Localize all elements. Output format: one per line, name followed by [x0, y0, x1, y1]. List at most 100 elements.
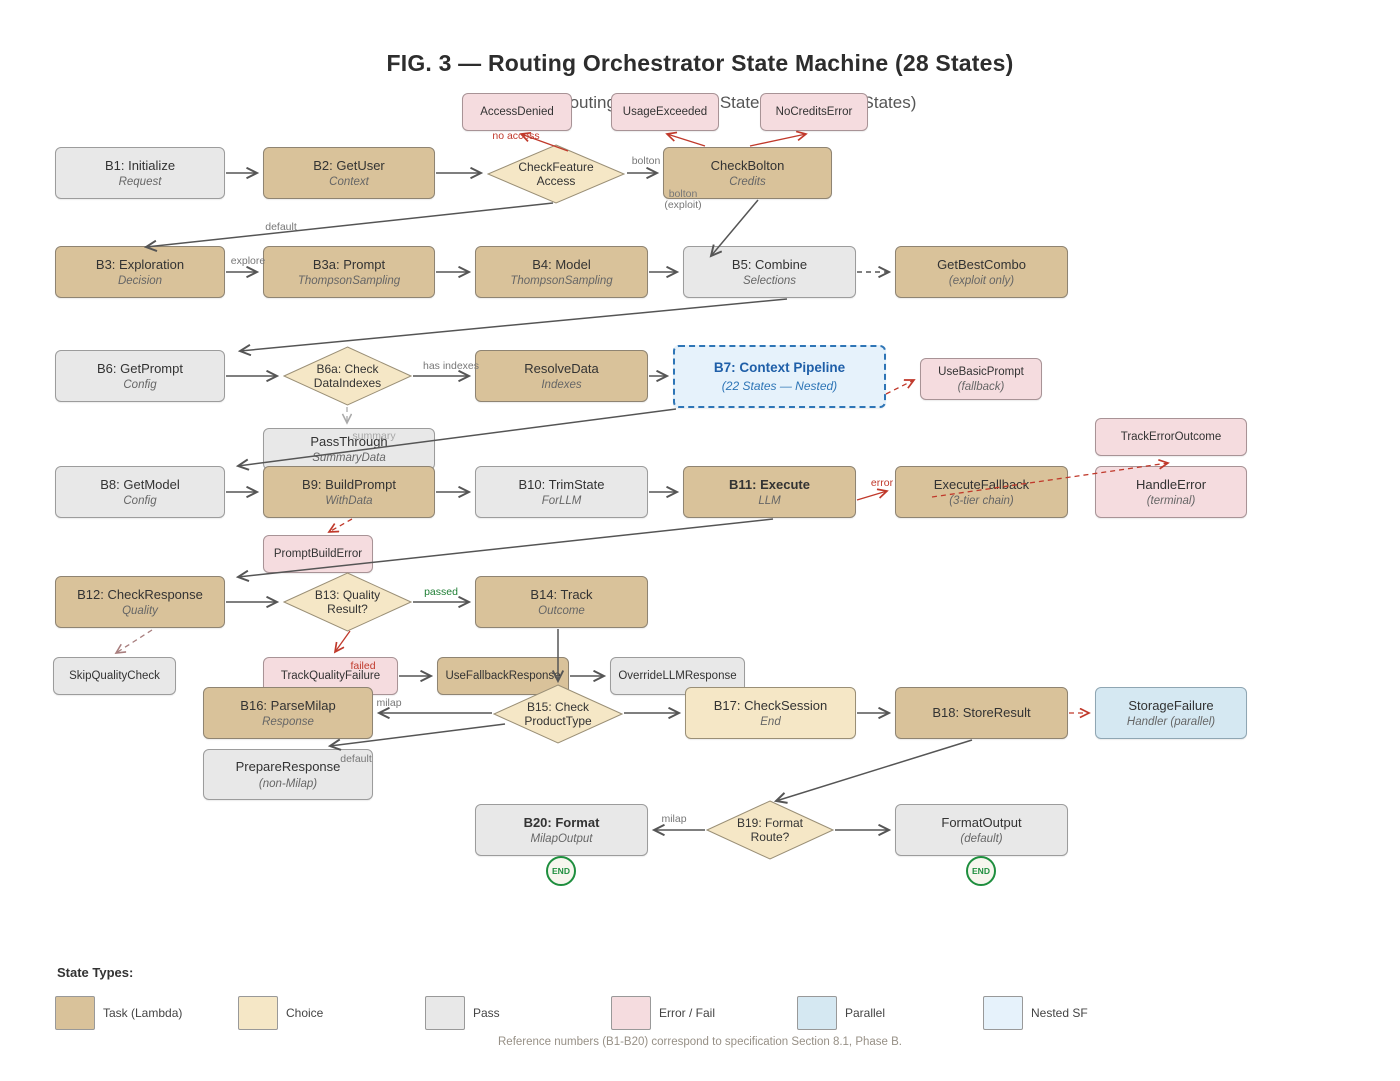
edge-label: failed — [350, 660, 375, 672]
node-b7-context-pipeline: B7: Context Pipeline (22 States — Nested) — [673, 345, 886, 408]
node-access-denied: AccessDenied — [462, 93, 572, 131]
node-subtitle: MilapOutput — [530, 833, 592, 845]
node-title: B17: CheckSession — [714, 698, 827, 714]
node-b6-getprompt: B6: GetPromptConfig — [55, 350, 225, 402]
node-title: B2: GetUser — [313, 158, 385, 174]
edge-label: no access — [492, 130, 539, 142]
transition-arrow — [116, 630, 152, 653]
node-title: B7: Context Pipeline — [714, 360, 845, 377]
transition-arrow — [667, 134, 705, 146]
legend-swatch — [238, 996, 278, 1030]
end-state-marker: END — [966, 856, 996, 886]
transition-arrow — [240, 299, 787, 351]
node-title: B9: BuildPrompt — [302, 477, 396, 493]
node-b13-quality-result: B13: Quality Result? — [283, 572, 412, 632]
node-b4-model: B4: ModelThompsonSampling — [475, 246, 648, 298]
node-title: PromptBuildError — [274, 547, 362, 561]
node-title: StorageFailure — [1128, 698, 1213, 714]
node-label: B6a: Check DataIndexes — [314, 362, 381, 391]
node-b20-format: B20: FormatMilapOutput — [475, 804, 648, 856]
node-label: B15: Check ProductType — [524, 700, 591, 729]
node-b9-buildprompt: B9: BuildPromptWithData — [263, 466, 435, 518]
legend-swatch — [55, 996, 95, 1030]
node-title: B16: ParseMilap — [240, 698, 335, 714]
legend-swatch — [425, 996, 465, 1030]
edge-label: passed — [424, 586, 458, 598]
legend-item-error: Error / Fail — [611, 996, 715, 1030]
node-subtitle: (non-Milap) — [259, 778, 317, 790]
node-subtitle: Indexes — [541, 379, 581, 391]
node-b1-initialize: B1: InitializeRequest — [55, 147, 225, 199]
node-title: B20: Format — [524, 815, 600, 831]
node-subtitle: End — [760, 716, 780, 728]
legend-item-choice: Choice — [238, 996, 323, 1030]
node-title: B18: StoreResult — [932, 705, 1030, 721]
node-passthrough: PassThroughSummaryData — [263, 428, 435, 470]
node-b8-getmodel: B8: GetModelConfig — [55, 466, 225, 518]
transition-arrow — [857, 491, 887, 500]
node-b3a-prompt: B3a: PromptThompsonSampling — [263, 246, 435, 298]
node-subtitle: (terminal) — [1147, 495, 1196, 507]
edge-label: (exploit) — [664, 199, 701, 211]
node-subtitle: (22 States — Nested) — [722, 379, 837, 393]
node-b5-combine: B5: CombineSelections — [683, 246, 856, 298]
node-skipqualitycheck: SkipQualityCheck — [53, 657, 176, 695]
transition-arrow — [776, 740, 972, 801]
node-subtitle: Selections — [743, 275, 796, 287]
legend-title: State Types: — [57, 965, 133, 980]
node-b15-check-producttype: B15: Check ProductType — [493, 684, 623, 744]
node-subtitle: Handler (parallel) — [1127, 716, 1215, 728]
legend-swatch — [611, 996, 651, 1030]
node-label: B19: Format Route? — [737, 816, 803, 845]
node-subtitle: Context — [329, 176, 369, 188]
legend-swatch — [797, 996, 837, 1030]
legend-label: Pass — [473, 1006, 500, 1020]
legend-label: Task (Lambda) — [103, 1006, 182, 1020]
legend-swatch — [983, 996, 1023, 1030]
node-b10-trimstate: B10: TrimStateForLLM — [475, 466, 648, 518]
node-title: UseFallbackResponse — [445, 669, 560, 683]
node-b2-getuser: B2: GetUserContext — [263, 147, 435, 199]
legend-label: Error / Fail — [659, 1006, 715, 1020]
legend-item-parallel: Parallel — [797, 996, 885, 1030]
node-title: HandleError — [1136, 477, 1206, 493]
node-subtitle: (exploit only) — [949, 275, 1014, 287]
node-title: ResolveData — [524, 361, 598, 377]
transition-arrow — [329, 519, 352, 532]
legend-label: Nested SF — [1031, 1006, 1088, 1020]
node-title: UseBasicPrompt — [938, 365, 1024, 379]
edge-label: default — [265, 221, 297, 233]
edge-label: default — [340, 753, 372, 765]
node-title: GetBestCombo — [937, 257, 1026, 273]
node-getbestcombo: GetBestCombo (exploit only) — [895, 246, 1068, 298]
transition-arrow — [750, 134, 806, 146]
node-subtitle: ThompsonSampling — [510, 275, 612, 287]
node-label: CheckFeature Access — [518, 160, 593, 189]
node-handleerror: HandleError (terminal) — [1095, 466, 1247, 518]
legend-item-pass: Pass — [425, 996, 500, 1030]
node-title: B8: GetModel — [100, 477, 180, 493]
node-b14-track: B14: TrackOutcome — [475, 576, 648, 628]
node-subtitle: Decision — [118, 275, 162, 287]
legend-item-task: Task (Lambda) — [55, 996, 182, 1030]
node-no-credits-error: NoCreditsError — [760, 93, 868, 131]
node-b11-execute: B11: ExecuteLLM — [683, 466, 856, 518]
node-subtitle: SummaryData — [312, 452, 386, 464]
transition-arrow — [146, 203, 553, 247]
edge-label: bolton — [632, 155, 661, 167]
figure-footnote: Reference numbers (B1-B20) correspond to… — [0, 1036, 1400, 1048]
node-subtitle: Request — [119, 176, 162, 188]
node-title: NoCreditsError — [776, 105, 853, 119]
edge-label: milap — [376, 697, 401, 709]
node-executefallback: ExecuteFallback(3-tier chain) — [895, 466, 1068, 518]
node-title: AccessDenied — [480, 105, 554, 119]
node-b3-exploration: B3: ExplorationDecision — [55, 246, 225, 298]
node-b12-checkresponse: B12: CheckResponseQuality — [55, 576, 225, 628]
edge-label: explore — [231, 255, 265, 267]
legend-label: Parallel — [845, 1006, 885, 1020]
node-title: B10: TrimState — [519, 477, 605, 493]
legend-item-nested_sf: Nested SF — [983, 996, 1088, 1030]
node-title: B5: Combine — [732, 257, 807, 273]
end-state-marker: END — [546, 856, 576, 886]
node-formatoutput: FormatOutput(default) — [895, 804, 1068, 856]
